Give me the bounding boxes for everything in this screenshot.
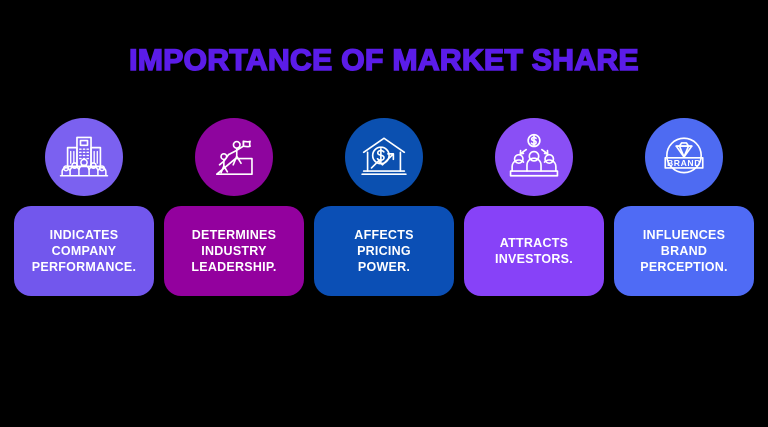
icon-circle-4	[495, 118, 573, 196]
card-indicates-company-performance: INDICATES COMPANY PERFORMANCE.	[14, 206, 154, 296]
item-column-attracts-investors: ATTRACTS INVESTORS.	[462, 118, 606, 296]
icon-circle-3	[345, 118, 423, 196]
card-label: ATTRACTS INVESTORS.	[495, 236, 573, 266]
item-column-determines-industry-leadership: DETERMINES INDUSTRY LEADERSHIP.	[162, 118, 306, 296]
icon-circle-5: BRAND	[645, 118, 723, 196]
brand-diamond-badge-icon: BRAND	[664, 137, 704, 174]
card-determines-industry-leadership: DETERMINES INDUSTRY LEADERSHIP.	[164, 206, 304, 296]
bank-house-dollar-growth-icon	[361, 137, 407, 176]
item-column-affects-pricing-power: AFFECTS PRICING POWER.	[312, 118, 456, 296]
card-label: AFFECTS PRICING POWER.	[354, 228, 414, 274]
item-column-influences-brand-perception: BRAND INFLUENCES BRAND PERCEPTION.	[612, 118, 756, 296]
page-title: IMPORTANCE OF MARKET SHARE	[128, 44, 639, 78]
icon-circle-1	[45, 118, 123, 196]
svg-text:BRAND: BRAND	[667, 158, 701, 168]
item-column-indicates-company-performance: INDICATES COMPANY PERFORMANCE.	[12, 118, 156, 296]
card-label: DETERMINES INDUSTRY LEADERSHIP.	[191, 228, 277, 274]
card-affects-pricing-power: AFFECTS PRICING POWER.	[314, 206, 454, 296]
title-container: IMPORTANCE OF MARKET SHARE	[0, 26, 768, 96]
office-building-with-employees-icon	[59, 136, 109, 177]
leader-helping-climber-with-flag-icon	[215, 140, 253, 176]
card-influences-brand-perception: INFLUENCES BRAND PERCEPTION.	[614, 206, 754, 296]
investors-meeting-dollar-icon	[509, 133, 559, 177]
icon-circle-2	[195, 118, 273, 196]
items-row: INDICATES COMPANY PERFORMANCE.	[0, 118, 768, 296]
card-label: INDICATES COMPANY PERFORMANCE.	[31, 228, 137, 274]
card-attracts-investors: ATTRACTS INVESTORS.	[464, 206, 604, 296]
card-label: INFLUENCES BRAND PERCEPTION.	[640, 228, 728, 274]
